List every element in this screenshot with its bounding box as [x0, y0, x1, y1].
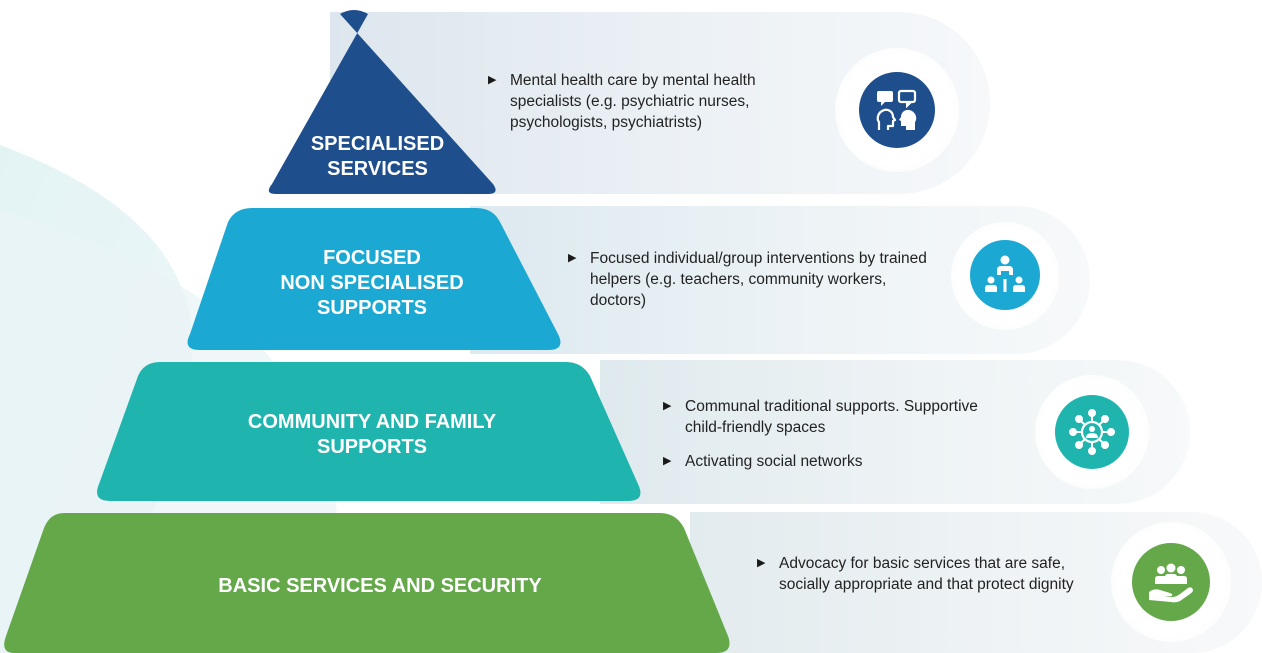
bullet-item: Activating social networks [663, 451, 1003, 472]
bullet-list: Communal traditional supports. Supportiv… [663, 396, 1003, 485]
bullet-item: Mental health care by mental health spec… [488, 70, 828, 133]
pyramid-label: FOCUSED NON SPECIALISED SUPPORTS [280, 247, 464, 319]
bullet-item: Focused individual/group interventions b… [568, 248, 938, 311]
pyramid-label: BASIC SERVICES AND SECURITY [218, 575, 542, 597]
social-network-icon [1055, 395, 1129, 469]
bullet-item: Communal traditional supports. Supportiv… [663, 396, 1003, 438]
bullet-list: Focused individual/group interventions b… [568, 248, 938, 324]
bullet-list: Advocacy for basic services that are saf… [757, 553, 1097, 608]
group-intervention-icon [970, 240, 1040, 310]
bullet-list: Mental health care by mental health spec… [488, 70, 828, 146]
hand-with-people-icon [1132, 543, 1210, 621]
bullet-item: Advocacy for basic services that are saf… [757, 553, 1097, 595]
pyramid-label: SPECIALISED SERVICES [310, 133, 445, 180]
conversation-heads-icon [859, 72, 935, 148]
pyramid-label: COMMUNITY AND FAMILY SUPPORTS [247, 411, 497, 458]
